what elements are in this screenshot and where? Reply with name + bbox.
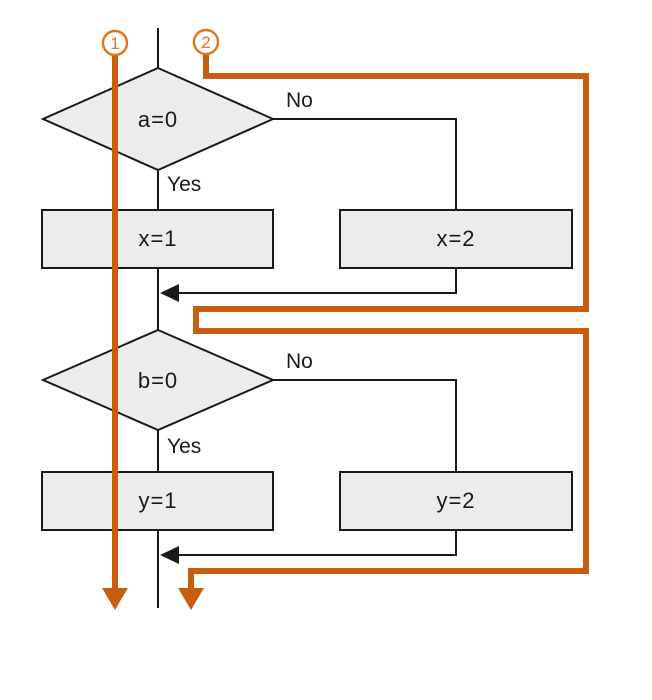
no-branch-b-line <box>273 379 457 472</box>
box-y2 <box>339 471 573 531</box>
no-label-a: No <box>286 89 313 112</box>
path-2-badge-circle <box>192 28 220 56</box>
no-label-b: No <box>286 350 313 373</box>
box-x1-label: x=1 <box>138 226 177 251</box>
decision-a-label: a=0 <box>138 107 178 132</box>
box-x2 <box>339 209 573 269</box>
path-1-badge-circle <box>101 29 129 57</box>
decision-b-label: b=0 <box>138 368 178 393</box>
box-x2-label: x=2 <box>436 226 475 251</box>
path-2-arrowhead <box>178 588 204 610</box>
labels: a=0 No Yes x=1 x=2 b=0 No Yes y=1 y=2 <box>138 89 475 513</box>
path-1-arrowhead <box>102 588 128 610</box>
yes-label-a: Yes <box>167 173 201 196</box>
box-y1 <box>41 471 274 531</box>
decision-b-diamond <box>40 328 276 432</box>
path-badges: 1 2 <box>101 28 220 57</box>
path-2-line <box>188 55 589 590</box>
box-x1 <box>41 209 274 269</box>
box-y1-label: y=1 <box>138 488 177 513</box>
no-branch-a-line <box>273 118 457 210</box>
merge-b-arrowhead <box>160 546 179 564</box>
flow-nodes <box>40 66 573 531</box>
highlight-path-1 <box>102 56 128 610</box>
box-y2-label: y=2 <box>436 488 475 513</box>
yes-label-b: Yes <box>167 435 201 458</box>
highlight-path-2 <box>178 55 589 610</box>
path-2-badge-number: 2 <box>201 33 210 52</box>
decision-a-diamond <box>40 66 276 172</box>
path-1-badge-number: 1 <box>110 34 119 53</box>
merge-a-line <box>178 268 457 294</box>
merge-a-arrowhead <box>160 284 179 302</box>
merge-b-line <box>178 530 457 556</box>
